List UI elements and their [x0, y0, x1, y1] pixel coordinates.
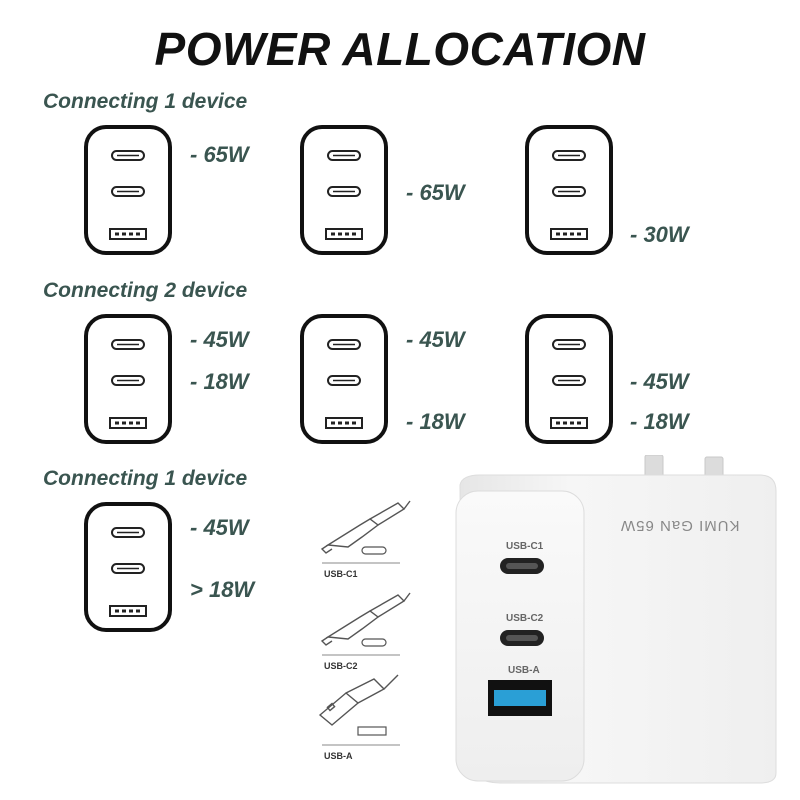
page-title: POWER ALLOCATION: [154, 23, 646, 75]
plug-prong: [644, 454, 664, 478]
usb-c-port-icon: [327, 186, 361, 197]
usb-c-cable-icon: [320, 500, 411, 554]
watt-label: - 45W: [630, 369, 689, 394]
usb-c-port-icon: [327, 339, 361, 350]
usb-a-port-icon: [550, 228, 588, 240]
port-label-usb-c2: USB-C2: [506, 613, 544, 624]
usb-c-port-icon: [327, 150, 361, 161]
legend-label-usb-a: USB-A: [324, 751, 353, 761]
section-label-3: Connecting 1 device: [43, 467, 248, 490]
legend-label-usb-c1: USB-C1: [324, 569, 358, 579]
charger-outline: [300, 125, 388, 255]
watt-label: - 30W: [630, 222, 689, 247]
legend-label-usb-c2: USB-C2: [324, 661, 358, 671]
charger-outline: [300, 314, 388, 444]
usb-c-port-icon: [111, 375, 145, 386]
watt-label: - 65W: [406, 180, 465, 205]
usb-c-port-icon: [111, 563, 145, 574]
charger-outline: [525, 125, 613, 255]
usb-a-port-icon: [357, 726, 387, 736]
section-label-1: Connecting 1 device: [43, 90, 248, 113]
usb-a-port-icon: [109, 605, 147, 617]
port-label-usb-a: USB-A: [508, 665, 540, 676]
charger-outline: [525, 314, 613, 444]
watt-label: - 65W: [190, 142, 249, 167]
usb-c-port-icon: [552, 339, 586, 350]
watt-label: - 18W: [190, 369, 249, 394]
usb-a-port-icon: [550, 417, 588, 429]
usb-a-port-icon: [109, 228, 147, 240]
usb-c-port-icon: [552, 150, 586, 161]
charger-device-illustration: [455, 454, 777, 784]
usb-a-port-icon: [109, 417, 147, 429]
usb-c-port-icon: [111, 527, 145, 538]
charger-outline: [84, 314, 172, 444]
usb-c-cable-icon: [320, 592, 411, 646]
usb-c-port-icon: [361, 638, 387, 647]
watt-label: - 45W: [190, 515, 249, 540]
usb-c-port-icon: [111, 150, 145, 161]
usb-c-port-icon: [327, 375, 361, 386]
usb-a-port-icon: [325, 228, 363, 240]
watt-label: - 18W: [630, 409, 689, 434]
watt-label: - 18W: [406, 409, 465, 434]
usb-c-port-icon: [111, 339, 145, 350]
port-label-usb-c1: USB-C1: [506, 541, 544, 552]
watt-label: - 45W: [190, 327, 249, 352]
charger-device: USB-C1 USB-C2 USB-A KUMI GaN 65W: [440, 454, 780, 790]
usb-c-port-icon: [361, 546, 387, 555]
usb-a-cable-icon: [318, 674, 399, 726]
brand-label: KUMI GaN 65W: [620, 517, 740, 534]
cable-legend: USB-C1 USB-C2 USB-A: [318, 495, 418, 770]
usb-c-port-icon: [552, 186, 586, 197]
usb-c-port-icon: [111, 186, 145, 197]
cable-illustrations: [318, 500, 411, 746]
section-label-2: Connecting 2 device: [43, 279, 248, 302]
watt-label: - 45W: [406, 327, 465, 352]
charger-outline: [84, 125, 172, 255]
charger-outline: [84, 502, 172, 632]
usb-c-port-icon: [552, 375, 586, 386]
usb-a-port-icon: [325, 417, 363, 429]
watt-label: > 18W: [190, 577, 255, 602]
